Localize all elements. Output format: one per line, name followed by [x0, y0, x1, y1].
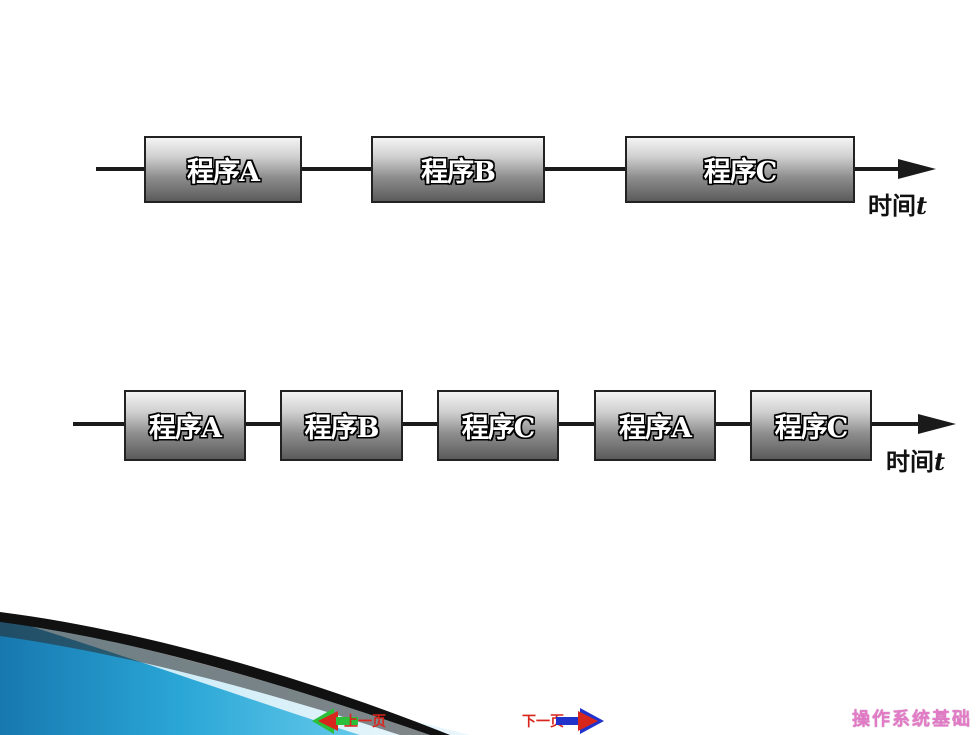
program-box-label: 程序A — [187, 157, 260, 188]
prev-page-button[interactable]: 上一页 — [312, 708, 386, 734]
program-box-label: 程序B — [421, 157, 496, 188]
timeline-bottom-arrow-icon — [918, 414, 956, 434]
time-axis-label: 时间t — [868, 186, 927, 221]
timeline-top-arrow-icon — [898, 159, 936, 179]
program-box: 程序C — [750, 390, 872, 461]
program-box: 程序C — [437, 390, 559, 461]
arrow-left-icon — [312, 708, 358, 734]
time-axis-label-text: 时间 — [868, 192, 916, 220]
prev-page-label: 上一页 — [344, 714, 386, 730]
program-box-label: 程序A — [619, 413, 692, 444]
course-title: 操作系统基础 — [852, 709, 972, 730]
arrow-right-icon — [556, 708, 604, 734]
program-box-label: 程序C — [461, 413, 535, 444]
program-box: 程序A — [124, 390, 246, 461]
program-box: 程序B — [280, 390, 403, 461]
time-axis-variable: t — [916, 191, 928, 220]
program-box: 程序A — [594, 390, 716, 461]
program-box-label: 程序A — [149, 413, 222, 444]
time-axis-label-text: 时间 — [886, 448, 934, 476]
next-page-button[interactable]: 下一页 — [522, 708, 604, 734]
time-axis-label: 时间t — [886, 442, 945, 477]
program-box: 程序A — [144, 136, 302, 203]
program-box-label: 程序C — [774, 413, 848, 444]
time-axis-variable: t — [934, 447, 946, 476]
next-page-label: 下一页 — [522, 714, 564, 730]
program-box: 程序C — [625, 136, 855, 203]
program-box: 程序B — [371, 136, 545, 203]
program-box-label: 程序B — [304, 413, 380, 444]
program-box-label: 程序C — [703, 157, 777, 188]
